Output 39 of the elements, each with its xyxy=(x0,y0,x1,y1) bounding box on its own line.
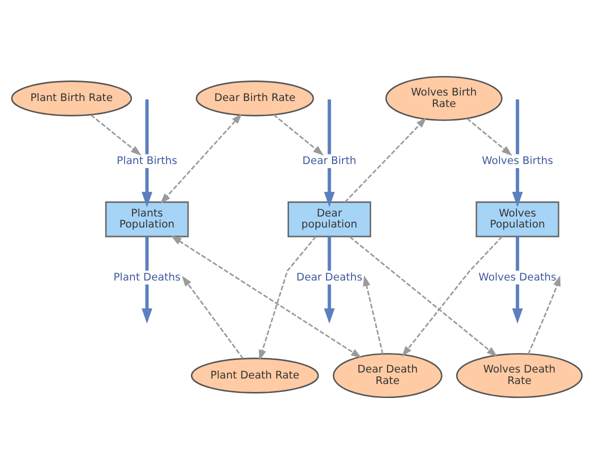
connector xyxy=(328,99,332,154)
node-ellipse: Plant Birth Rate xyxy=(11,80,132,116)
node-text: Plant Deaths xyxy=(113,271,180,284)
connector xyxy=(328,236,332,271)
node-ellipse: Plant Death Rate xyxy=(190,358,319,394)
arrow xyxy=(324,168,335,208)
node-text: Wolves Deaths xyxy=(478,271,556,284)
arrow xyxy=(258,236,316,361)
arrow xyxy=(142,284,152,324)
node-box: Wolves Population xyxy=(476,201,560,238)
connector xyxy=(145,236,149,271)
arrow xyxy=(344,117,427,203)
node-ellipse: Dear Birth Rate xyxy=(196,80,314,116)
connector xyxy=(516,99,520,154)
arrow xyxy=(362,275,384,354)
arrow xyxy=(349,236,498,357)
arrow xyxy=(528,275,561,354)
node-text: Dear Deaths xyxy=(296,271,362,284)
arrow xyxy=(512,168,523,208)
arrow xyxy=(324,284,335,324)
node-box: Plants Population xyxy=(105,201,189,238)
arrow xyxy=(273,114,324,156)
node-text: Dear Birth xyxy=(302,154,356,167)
node-text: Wolves Births xyxy=(482,154,554,167)
arrow xyxy=(90,114,142,156)
node-ellipse: Wolves Death Rate xyxy=(456,353,583,398)
arrow xyxy=(182,276,244,360)
arrow xyxy=(170,236,362,358)
arrow xyxy=(160,113,242,204)
node-text: Plant Births xyxy=(116,154,178,167)
arrow xyxy=(402,236,503,357)
connector xyxy=(145,99,149,154)
connector xyxy=(516,236,520,271)
arrow xyxy=(466,118,512,156)
arrow xyxy=(512,284,523,324)
node-ellipse: Wolves Birth Rate xyxy=(385,76,503,121)
node-box: Dear population xyxy=(288,201,372,238)
node-ellipse: Dear Death Rate xyxy=(332,353,442,398)
arrow xyxy=(142,168,152,208)
